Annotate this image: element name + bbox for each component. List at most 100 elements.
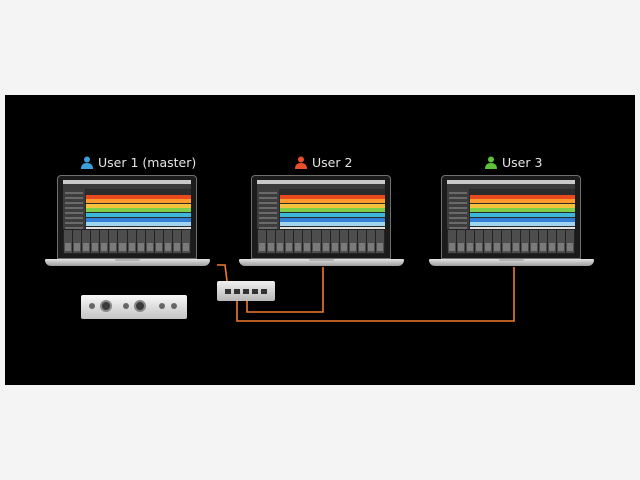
user-1-label: User 1 (master) (81, 154, 196, 170)
laptop-screen (57, 175, 197, 259)
mixer-strip (91, 230, 100, 253)
laptop-base (429, 259, 594, 266)
menu-bar (447, 180, 575, 184)
track-lane (470, 190, 575, 194)
mixer-strip (448, 230, 457, 253)
laptop-notch (499, 259, 524, 261)
track-lane (86, 217, 191, 222)
mixer-strip (556, 230, 566, 253)
mixer-panel (447, 229, 575, 254)
mixer-strip (294, 230, 303, 253)
cable-user2-switch (246, 267, 324, 313)
mixer-strip (547, 230, 556, 253)
mixer-strip (258, 230, 267, 253)
mixer-strip (109, 230, 118, 253)
mixer-strip (357, 230, 366, 253)
mixer-strip (520, 230, 529, 253)
mixer-strip (154, 230, 163, 253)
track-lane (280, 222, 385, 227)
laptop-screen (441, 175, 581, 259)
mixer-strip (118, 230, 127, 253)
mixer-strip (285, 230, 294, 253)
mixer-strip (330, 230, 339, 253)
menu-bar (257, 180, 385, 184)
daw-window (447, 180, 575, 254)
laptop-screen (251, 175, 391, 259)
switch-port (225, 288, 231, 294)
laptop-user-1 (45, 175, 210, 267)
laptop-user-3 (429, 175, 594, 267)
laptop-notch (309, 259, 334, 261)
mixer-strip (475, 230, 484, 253)
user-icon (81, 156, 93, 169)
track-lane (470, 208, 575, 213)
track-lane (470, 226, 575, 231)
mixer-strip (303, 230, 312, 253)
track-lane (86, 203, 191, 208)
mixer-strip (73, 230, 82, 253)
mixer-strip (466, 230, 475, 253)
mixer-strip (312, 230, 321, 253)
mixer-strip (267, 230, 276, 253)
arrangement-tracks (470, 190, 575, 231)
laptop-notch (115, 259, 140, 261)
switch-port (243, 288, 249, 294)
user-icon (485, 156, 497, 169)
mixer-strip (172, 230, 182, 253)
menu-bar (63, 180, 191, 184)
user-3-label: User 3 (485, 154, 542, 170)
laptop-user-2 (239, 175, 404, 267)
mixer-strip (82, 230, 91, 253)
mixer-strip (457, 230, 466, 253)
daw-window (257, 180, 385, 254)
arrangement-tracks (86, 190, 191, 231)
track-lane (280, 208, 385, 213)
laptop-base (239, 259, 404, 266)
track-lane (280, 199, 385, 204)
mixer-strip (511, 230, 520, 253)
daw-window (63, 180, 191, 254)
track-lane (280, 203, 385, 208)
track-lane (280, 194, 385, 199)
track-lane (280, 190, 385, 194)
mixer-strip (136, 230, 145, 253)
mixer-strip (366, 230, 376, 253)
network-diagram: User 1 (master) User 2 User 3 (5, 95, 635, 385)
user-3-name: User 3 (502, 154, 543, 170)
output-jack (159, 303, 165, 309)
user-2-label: User 2 (295, 154, 352, 170)
network-cables (217, 264, 515, 322)
track-lane (86, 194, 191, 199)
mixer-strip (502, 230, 511, 253)
toolbar (447, 184, 575, 189)
cable-user1-switch (217, 264, 228, 282)
track-lane (470, 203, 575, 208)
mixer-strip (127, 230, 136, 253)
toolbar (63, 184, 191, 189)
mixer-strip (100, 230, 109, 253)
audio-interface (81, 295, 187, 319)
track-lane (470, 194, 575, 199)
track-lane (86, 212, 191, 217)
switch-port (252, 288, 258, 294)
mixer-strip (348, 230, 357, 253)
mixer-strip (484, 230, 493, 253)
output-jack (171, 303, 177, 309)
gain-knob (100, 300, 112, 312)
track-lane (280, 226, 385, 231)
arrangement-tracks (280, 190, 385, 231)
track-lane (470, 199, 575, 204)
gain-knob (134, 300, 146, 312)
track-lane (86, 190, 191, 194)
track-lane (86, 208, 191, 213)
toolbar (257, 184, 385, 189)
mixer-strip (529, 230, 538, 253)
laptop-base (45, 259, 210, 266)
track-lane (470, 217, 575, 222)
user-icon (295, 156, 307, 169)
track-lane (470, 212, 575, 217)
mixer-strip (64, 230, 73, 253)
track-lane (280, 217, 385, 222)
mixer-strip (321, 230, 330, 253)
mixer-panel (257, 229, 385, 254)
